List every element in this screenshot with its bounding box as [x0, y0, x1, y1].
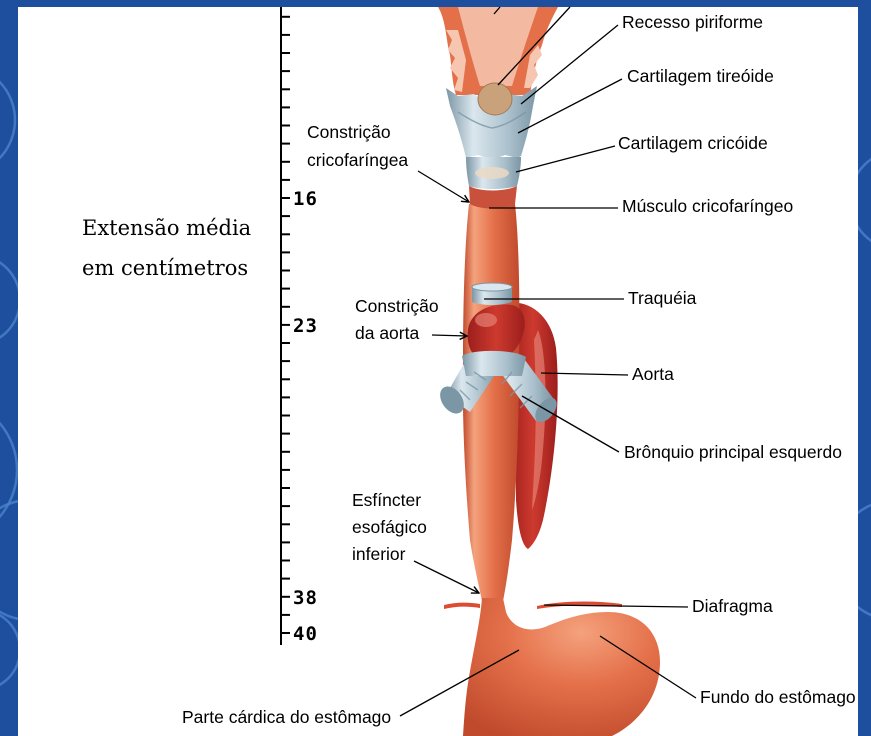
label-bronquio: Brônquio principal esquerdo — [624, 442, 842, 462]
label-esfincter-line-2: esofágico — [352, 517, 427, 537]
carina — [462, 351, 526, 376]
cricoid-highlight — [475, 167, 509, 179]
ruler-caption-line-1: Extensão média — [82, 216, 251, 240]
ruler-mark-38: 38 — [293, 587, 318, 609]
ruler-mark-23: 23 — [293, 315, 318, 337]
label-constricao-aorta-line-1: Constrição — [355, 296, 439, 316]
label-traqueia: Traquéia — [628, 288, 697, 308]
laryngeal-inlet — [478, 83, 512, 115]
label-esfincter-line-3: inferior — [352, 544, 406, 564]
aortic-arch-highlight — [475, 313, 497, 327]
ruler-mark-16: 16 — [293, 188, 318, 210]
trachea-opening — [472, 283, 512, 291]
label-musculo-cricofaringeo: Músculo cricofaríngeo — [622, 196, 793, 216]
white-panel — [18, 7, 858, 736]
label-diafragma: Diafragma — [692, 596, 773, 616]
label-parte-cardica: Parte cárdica do estômago — [182, 707, 391, 727]
label-recesso-piriforme: Recesso piriforme — [622, 12, 763, 32]
label-aorta: Aorta — [632, 364, 674, 384]
ruler-mark-40: 40 — [293, 623, 318, 645]
label-constricao-cricofaringea-line-2: cricofaríngea — [307, 150, 408, 170]
label-constricao-cricofaringea-line-1: Constrição — [307, 122, 391, 142]
label-cartilagem-tireoide: Cartilagem tireóide — [627, 66, 774, 86]
label-esfincter-line-1: Esfíncter — [352, 490, 421, 510]
label-cartilagem-cricoide: Cartilagem cricóide — [618, 133, 768, 153]
ruler-caption-line-2: em centímetros — [82, 256, 248, 280]
label-fundo-estomago: Fundo do estômago — [700, 687, 856, 707]
label-constricao-aorta-line-2: da aorta — [355, 323, 419, 343]
